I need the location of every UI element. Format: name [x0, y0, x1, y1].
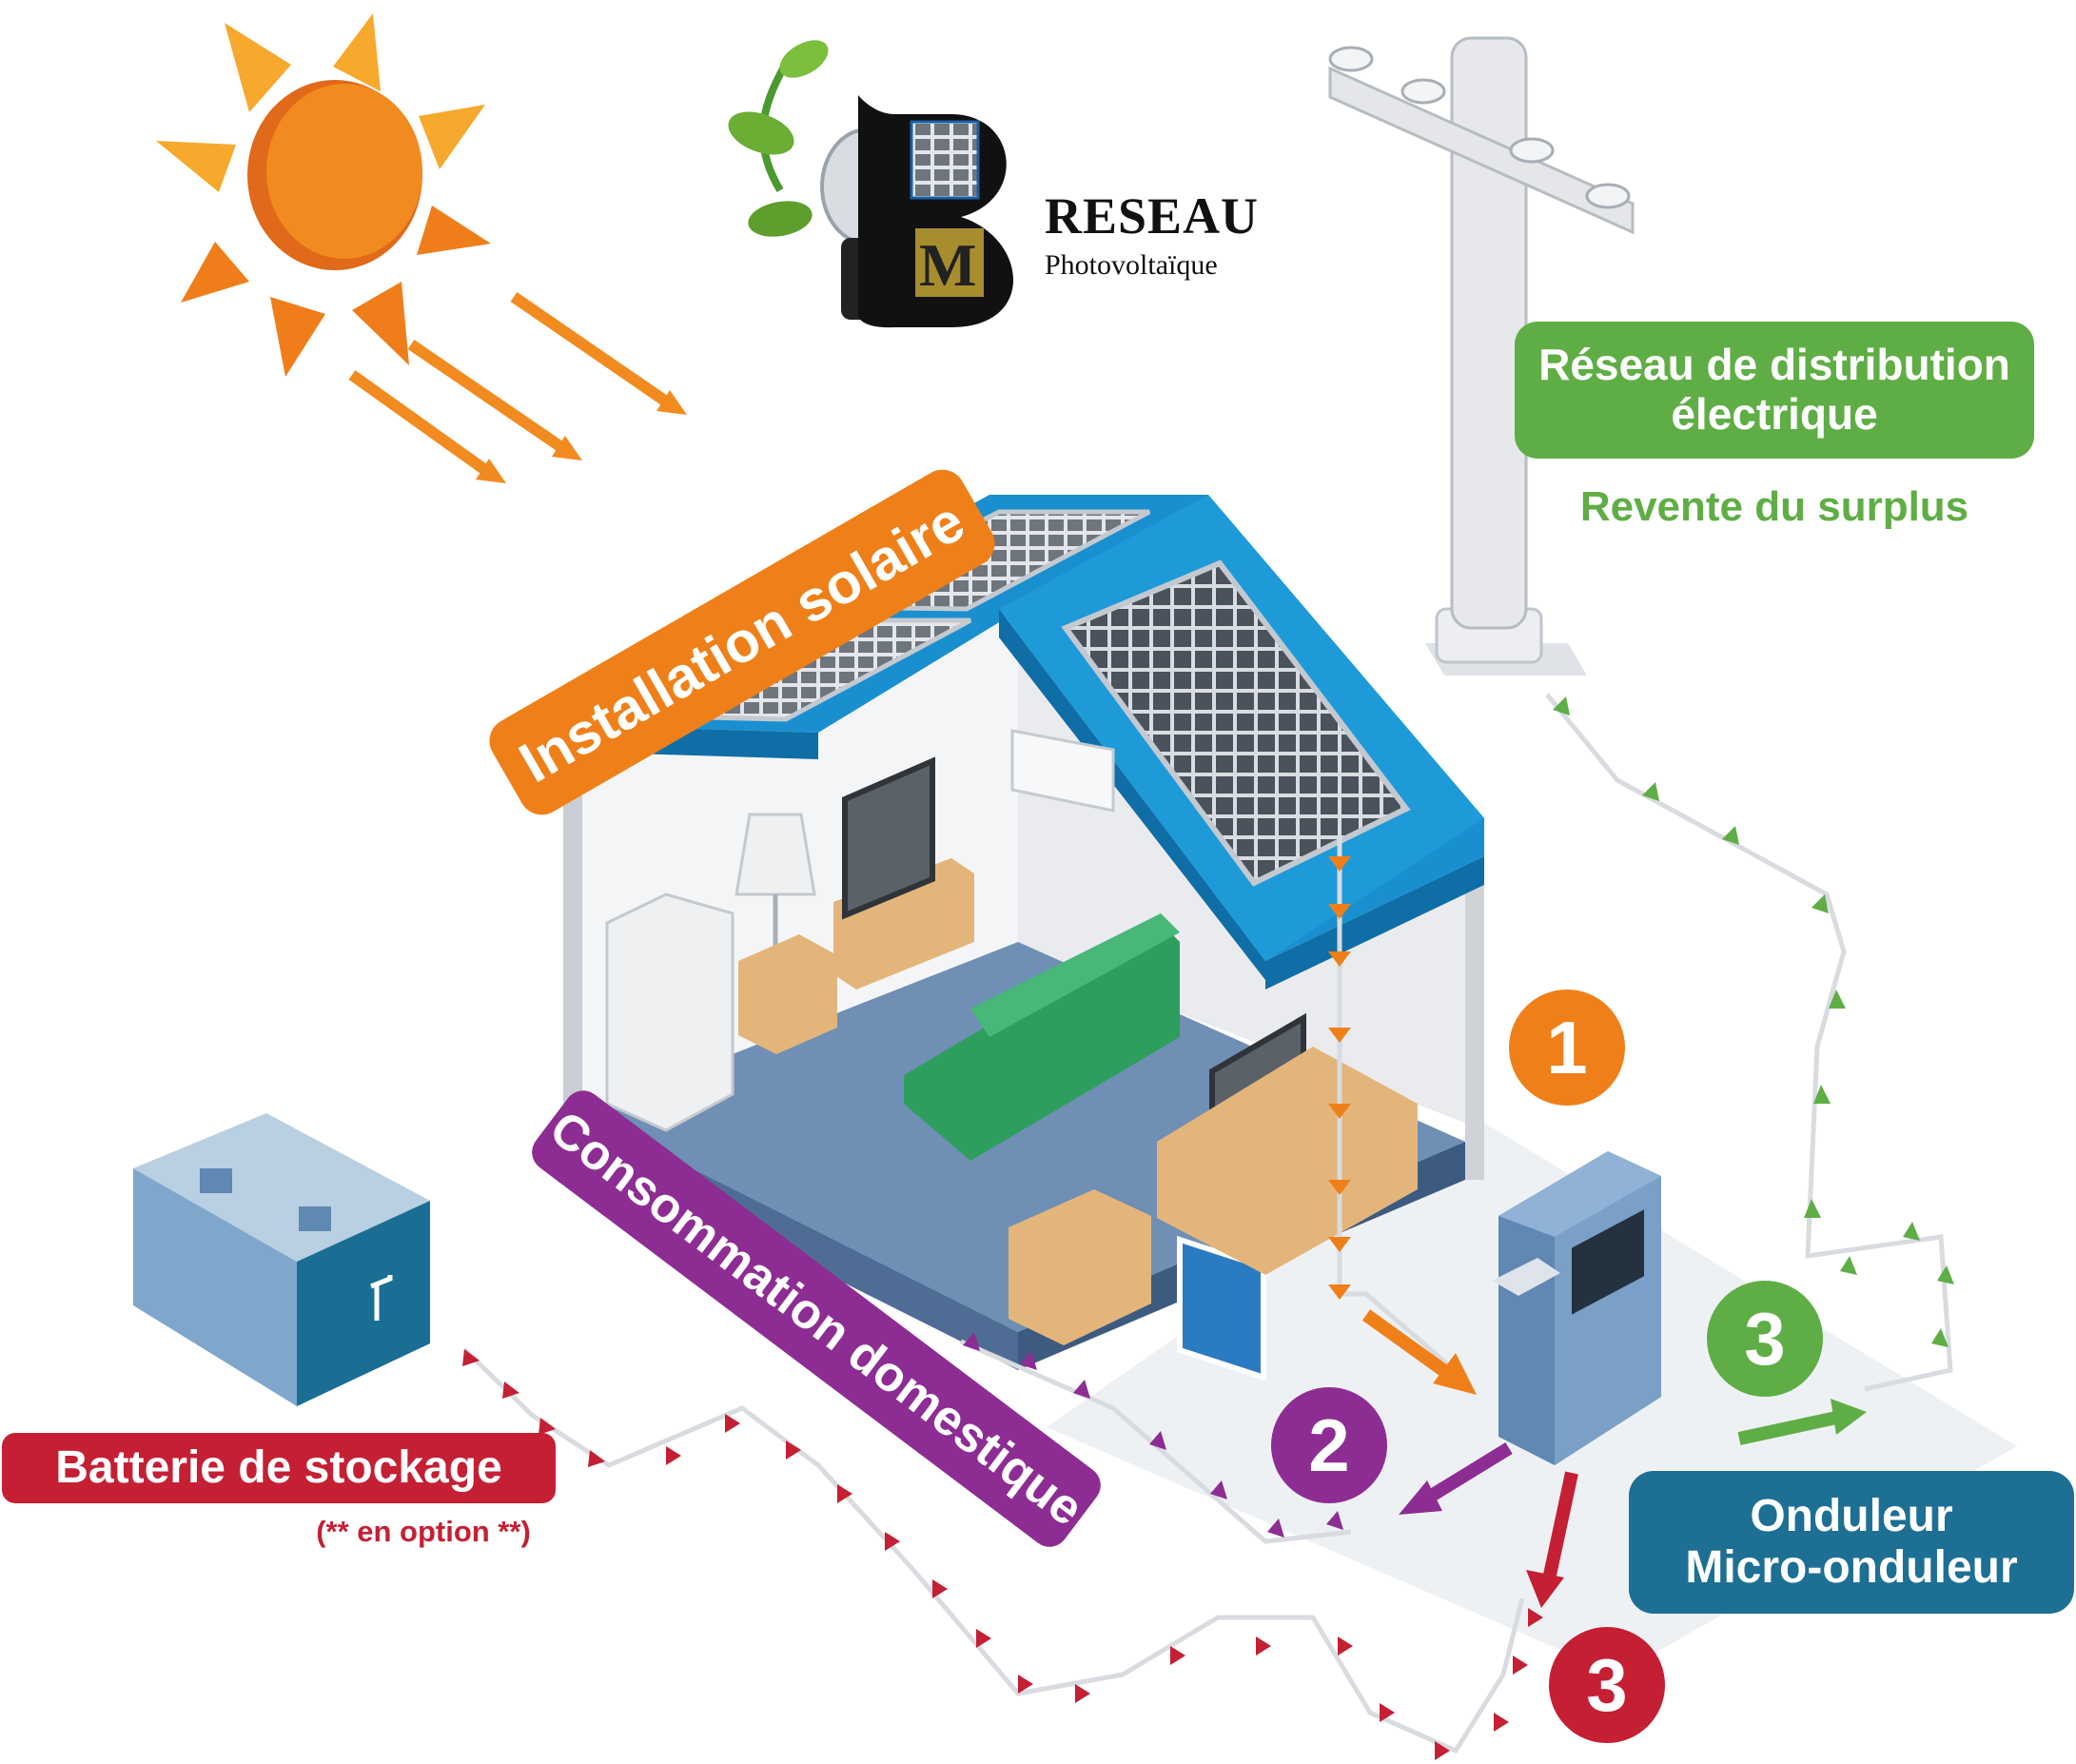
- step-badge-2: 2: [1271, 1387, 1387, 1503]
- sun-icon: [156, 13, 491, 377]
- step-badge-3-grid: 3: [1707, 1281, 1823, 1397]
- logo-subtitle: Photovoltaïque: [1045, 249, 1218, 281]
- flow-solar-to-inverter: [1328, 837, 1477, 1395]
- label-battery: Batterie de stockage: [2, 1433, 556, 1503]
- step-badge-1: 1: [1509, 990, 1625, 1106]
- grid-text-line1: Réseau de distribution: [1538, 340, 2010, 390]
- resale-text: Revente du surplus: [1579, 483, 1969, 530]
- flow-inverter-to-grid: [1545, 693, 1954, 1445]
- inverter-cabinet: [1492, 1151, 1661, 1465]
- lightbulb-plant-logo: M: [728, 40, 1013, 328]
- label-grid: Réseau de distribution électrique: [1515, 322, 2034, 459]
- power-pole: [1328, 36, 1635, 676]
- battery-option-text: (** en option **): [316, 1515, 531, 1548]
- flow-inverter-to-battery: [462, 1347, 1578, 1760]
- sunlight-rays: [348, 292, 687, 483]
- label-inverter: Onduleur Micro-onduleur: [1629, 1471, 2074, 1614]
- grid-text-line2: électrique: [1671, 389, 1878, 439]
- inverter-text-line1: Onduleur: [1750, 1491, 1953, 1542]
- battery-bank: [133, 1113, 430, 1406]
- inverter-text-line2: Micro-onduleur: [1685, 1542, 2018, 1593]
- svg-text:M: M: [919, 231, 976, 299]
- logo-title: RESEAU: [1045, 187, 1260, 245]
- flow-inverter-to-home: [959, 1332, 1513, 1544]
- battery-text: Batterie de stockage: [55, 1442, 502, 1494]
- step-badge-3-battery: 3: [1549, 1627, 1665, 1743]
